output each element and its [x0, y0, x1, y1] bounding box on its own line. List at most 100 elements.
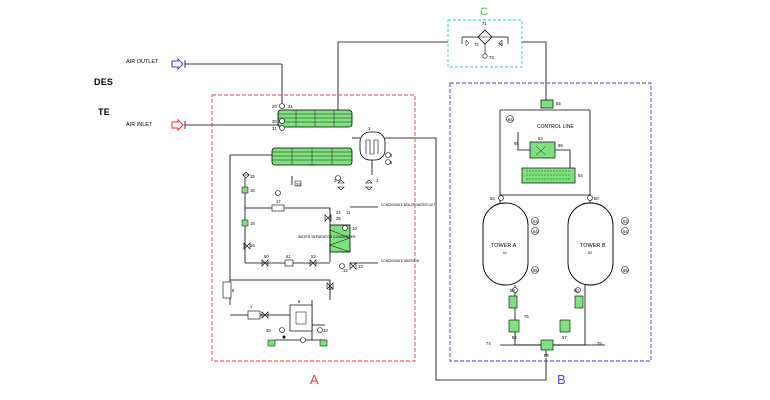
component-8 — [222, 281, 232, 299]
tag-t21: 21 — [288, 104, 293, 109]
tag-t34: 34 — [328, 286, 333, 291]
tag-t51: 51 — [286, 254, 291, 259]
component-35 — [319, 339, 328, 347]
number-tags: 20 21 30 31 32 3 4 5 1 2 16 17 18 19 15 … — [232, 21, 628, 358]
tag-t32: 32 — [296, 182, 301, 187]
heat-exchanger-upper — [277, 109, 353, 128]
tag-t15: 15 — [250, 174, 255, 179]
tag-t60: 60 — [574, 288, 579, 293]
tag-t74: 74 — [486, 341, 491, 346]
clipped-text-des: DES — [94, 77, 114, 87]
condenser-11 — [329, 224, 351, 253]
air-inlet-label: AIR INLET — [126, 122, 153, 128]
tag-t13: 13 — [358, 264, 363, 269]
valve-59 — [508, 295, 518, 309]
component-12 — [294, 180, 302, 187]
component-53 — [529, 141, 556, 159]
tag-t63: 63 — [623, 219, 628, 224]
tag-t19: 19 — [250, 243, 255, 248]
tower-b-tag: 62 — [588, 251, 592, 255]
tag-t16: 16 — [250, 188, 255, 193]
tag-t8: 8 — [232, 288, 235, 293]
tag-t25: 25 — [336, 216, 341, 221]
water-separator-label: WATER SEPARATOR CONDENSER — [298, 235, 356, 239]
tag-t76: 76 — [524, 314, 529, 319]
tag-t54: 54 — [578, 173, 583, 178]
tag-t64: 64 — [623, 229, 628, 234]
valves-a — [242, 171, 373, 319]
tag-t60: 60 — [594, 196, 599, 201]
tower-a-vessel — [482, 202, 529, 286]
filter-54 — [521, 167, 576, 184]
tag-t6: 6 — [298, 299, 301, 304]
section-a-box — [211, 94, 416, 362]
tag-t65: 65 — [514, 141, 519, 146]
clipped-text-te: TE — [98, 107, 110, 117]
gauge-64-top — [506, 115, 514, 123]
tag-t70: 70 — [498, 42, 503, 47]
component-18 — [241, 219, 249, 227]
tag-t73: 73 — [489, 55, 494, 60]
tower-b-label: TOWER B — [580, 243, 606, 249]
valve-60 — [574, 295, 584, 309]
tower-b-vessel — [567, 202, 614, 286]
component-16 — [241, 186, 249, 194]
tower-a-label: TOWER A — [491, 243, 517, 249]
tag-t30: 30 — [272, 119, 277, 124]
component-7 — [247, 310, 261, 320]
tag-t66: 66 — [558, 143, 563, 148]
tag-t12: 12 — [343, 268, 348, 273]
air-outlet-arrow — [171, 57, 186, 71]
tag-t57: 57 — [562, 335, 567, 340]
tag-t4: 4 — [390, 153, 393, 158]
tag-t53: 53 — [538, 136, 543, 141]
tower-a-tag: 61 — [503, 251, 507, 255]
tag-t55: 55 — [556, 101, 561, 106]
tag-t58: 58 — [544, 353, 549, 358]
tag-t5: 5 — [390, 160, 393, 165]
tag-t63: 63 — [490, 196, 495, 201]
heat-exchanger-lower — [271, 147, 353, 166]
tag-t72: 72 — [474, 42, 479, 47]
tag-t33: 33 — [323, 328, 328, 333]
component-34 — [267, 339, 276, 347]
separator-vessel — [359, 131, 386, 161]
section-b-box — [449, 82, 652, 362]
piping-lines — [185, 41, 605, 381]
tag-t59: 59 — [510, 288, 515, 293]
section-c-box — [447, 19, 523, 68]
gauges-b — [498, 195, 629, 293]
section-c-letter: C — [480, 6, 488, 18]
tag-t11: 11 — [346, 210, 351, 215]
tag-t10: 10 — [352, 226, 357, 231]
tag-t50: 50 — [264, 254, 269, 259]
tag-t75: 75 — [597, 341, 602, 346]
air-outlet-label: AIR OUTLET — [126, 59, 159, 65]
component-17 — [271, 204, 285, 212]
tag-t1: 1 — [376, 178, 379, 183]
tag-t64: 64 — [533, 229, 538, 234]
tag-t64: 64 — [508, 117, 513, 122]
air-inlet-arrow — [171, 118, 186, 132]
condensate-label-2: CONDENSATE WATER IN — [381, 259, 420, 263]
section-a-letter: A — [310, 372, 319, 387]
valve-55 — [540, 99, 554, 109]
tag-t7: 7 — [250, 305, 253, 310]
tag-t3: 3 — [368, 126, 371, 131]
control-line-label: CONTROL LINE — [537, 124, 574, 130]
valve-58 — [540, 339, 554, 351]
tag-t63: 63 — [533, 219, 538, 224]
compressor-6 — [289, 304, 313, 332]
tag-t35: 35 — [266, 328, 271, 333]
tag-t24: 24 — [336, 210, 341, 215]
tag-t65: 65 — [623, 268, 628, 273]
tag-t18: 18 — [250, 221, 255, 226]
tag-t56: 56 — [512, 335, 517, 340]
valve-57 — [559, 319, 571, 333]
tag-t31: 31 — [272, 126, 277, 131]
filter-c — [461, 29, 509, 59]
instrument-dot — [282, 335, 286, 339]
tag-t71: 71 — [482, 21, 487, 26]
tag-t17: 17 — [276, 199, 281, 204]
